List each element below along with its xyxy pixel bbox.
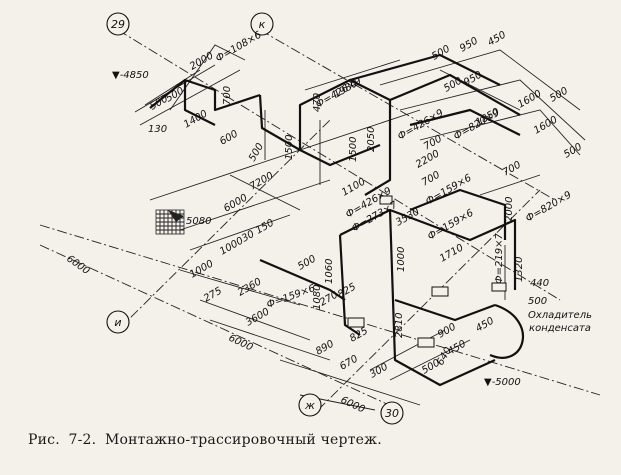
vent-mark-label: 5080 bbox=[186, 216, 211, 227]
elevation-top-left: ▼-4850 bbox=[112, 70, 149, 81]
dim-label: 825 bbox=[336, 282, 358, 301]
dim-label: 700 bbox=[222, 86, 233, 105]
condenser-label-line1: Охладитель bbox=[528, 310, 592, 321]
figure-caption: Рис. 7-2. Монтажно-трассировочный чертеж… bbox=[28, 432, 386, 448]
dim-label: 500 bbox=[296, 254, 318, 273]
caption-prefix: Рис. bbox=[28, 432, 60, 448]
dim-label: 2000 bbox=[504, 197, 515, 222]
axis-bubble-k: к bbox=[250, 12, 274, 36]
dim-label: 700 bbox=[420, 170, 442, 189]
dim-label: 6000 bbox=[64, 253, 91, 277]
dim-label: 1080 bbox=[312, 285, 323, 310]
dim-label: 7200 bbox=[248, 170, 276, 192]
dim-label: 300 bbox=[368, 362, 390, 381]
dim-label: 950 bbox=[458, 36, 480, 55]
dim-label: 150 bbox=[254, 218, 276, 237]
dim-label: 470 bbox=[312, 93, 323, 112]
dim-label: 275 bbox=[202, 286, 224, 305]
dim-label: 3600 bbox=[244, 306, 272, 328]
dim-label: 2810 bbox=[394, 313, 405, 338]
dim-label: 1600 bbox=[532, 114, 560, 136]
dim-label: 130 bbox=[148, 124, 167, 135]
dim-label: 6000 bbox=[227, 333, 255, 354]
dim-label: 950 bbox=[462, 70, 484, 89]
dim-label: 1320 bbox=[514, 257, 525, 282]
dim-label: 500 bbox=[528, 296, 547, 307]
pipe-runs bbox=[149, 53, 524, 387]
dim-label: 600 bbox=[218, 129, 240, 148]
caption-title: Монтажно-трассировочный чертеж. bbox=[104, 432, 382, 448]
dim-label: 1100 bbox=[340, 176, 368, 198]
axis-bubble-i: и bbox=[106, 310, 130, 334]
caption-number: 7-2. bbox=[68, 432, 97, 448]
dim-label: 900 bbox=[436, 322, 458, 341]
dim-label: 1000 bbox=[396, 247, 407, 272]
axis-bubble-30: 30 bbox=[380, 401, 404, 425]
dim-label: 1000 bbox=[188, 258, 216, 280]
pipe-size-label: Ф=108×6 bbox=[214, 30, 264, 65]
dim-label: 500 bbox=[562, 142, 584, 161]
dim-label: 1710 bbox=[438, 242, 466, 264]
axis-bubble-29: 29 bbox=[106, 12, 130, 36]
dim-label: 500 bbox=[247, 141, 266, 163]
isometric-piping-drawing: 29 к и ж 30 ▼-4850 ▼-5000 Охладитель кон… bbox=[39, 12, 601, 425]
pipe-size-label: Ф=159×6 bbox=[265, 283, 317, 311]
dim-label: 440 bbox=[530, 278, 549, 289]
dim-label: 890 bbox=[314, 339, 336, 358]
fittings bbox=[347, 195, 507, 348]
dim-label: 1060 bbox=[324, 259, 335, 284]
condenser-label-line2: конденсата bbox=[529, 323, 591, 334]
axis-label-k: к bbox=[259, 18, 266, 31]
dim-label: 450 bbox=[474, 316, 496, 335]
pipe-size-label: Ф=219×7 bbox=[494, 233, 505, 284]
axis-label-i: и bbox=[114, 316, 121, 329]
axis-bubble-zh: ж bbox=[298, 393, 322, 417]
dim-label: 500 bbox=[442, 76, 464, 95]
axis-label-zh: ж bbox=[304, 399, 315, 412]
vent-grid-symbol bbox=[155, 209, 185, 235]
axis-label-30: 30 bbox=[385, 407, 399, 420]
dimension-lines bbox=[134, 44, 586, 411]
axis-label-29: 29 bbox=[111, 18, 125, 31]
elevation-bottom-right: ▼-5000 bbox=[484, 377, 521, 388]
dim-label: 670 bbox=[338, 354, 360, 373]
pipe-size-label: Ф=820×9 bbox=[524, 190, 574, 225]
dim-label: 6000 bbox=[339, 395, 367, 416]
dim-label: 450 bbox=[486, 30, 508, 49]
dim-label: 2360 bbox=[236, 276, 264, 298]
dim-label: 1600 bbox=[516, 88, 544, 110]
dim-label: 1500 bbox=[348, 137, 359, 162]
dim-label: 2050 bbox=[366, 127, 377, 152]
dim-label: 2000 bbox=[188, 50, 216, 72]
dim-label: 1850 bbox=[474, 106, 502, 128]
dim-label: 1500 bbox=[284, 135, 295, 160]
